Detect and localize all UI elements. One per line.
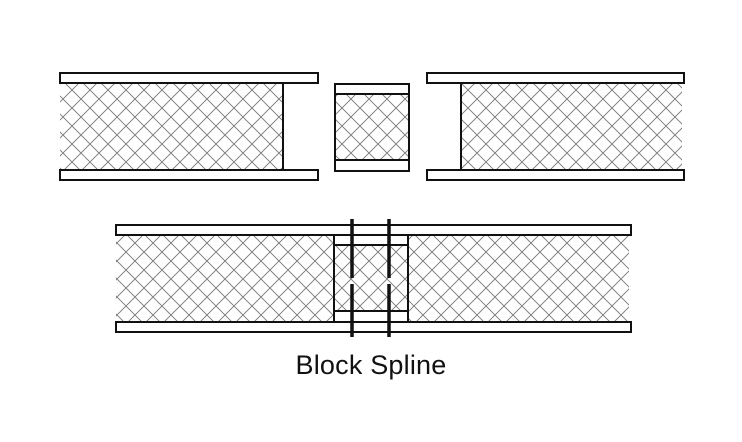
nails — [350, 219, 391, 337]
left-panel-foam-core — [60, 83, 283, 170]
assembled-bottom-skin — [115, 321, 632, 333]
right-panel-top-skin — [426, 72, 685, 84]
spline-block — [334, 83, 410, 172]
left-panel-bottom-skin — [59, 169, 319, 181]
exploded-view — [59, 72, 685, 181]
assembled-left-foam-core — [116, 235, 334, 322]
diagram-caption: Block Spline — [295, 350, 447, 380]
spline-block-foam-core — [336, 94, 408, 160]
assembled-spline-foam-core — [335, 245, 407, 311]
right-panel-bottom-skin — [426, 169, 685, 181]
right-panel — [426, 72, 685, 181]
left-panel — [59, 72, 319, 181]
assembled-top-skin — [115, 224, 632, 236]
assembled-right-foam-core — [408, 235, 629, 322]
left-panel-top-skin — [59, 72, 319, 84]
assembled-view — [115, 219, 632, 337]
right-panel-foam-core — [461, 83, 682, 170]
